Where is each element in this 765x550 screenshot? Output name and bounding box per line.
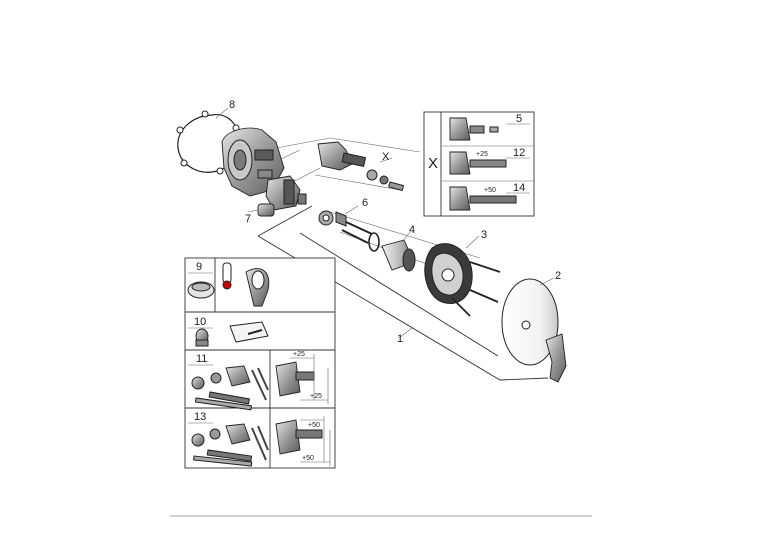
kit13-dimension-top: +50 bbox=[308, 422, 320, 429]
options-x-label: X bbox=[428, 155, 438, 172]
kit11-dimension-drawing: +25 +25 bbox=[275, 351, 329, 404]
kit11-dimension-bottom: +25 bbox=[310, 393, 322, 400]
callout-11: 11 bbox=[196, 353, 207, 365]
kit13-dimension-bottom: +50 bbox=[302, 455, 314, 462]
kit11-dimension-top: +25 bbox=[293, 351, 305, 358]
plug-fitting bbox=[257, 203, 275, 217]
thermostatic-cartridge bbox=[265, 175, 307, 211]
kit13-parts bbox=[191, 423, 269, 467]
nut-and-washer bbox=[318, 210, 373, 244]
callout-14: 14 bbox=[513, 182, 525, 194]
callout-leaders bbox=[215, 107, 555, 339]
callout-9: 9 bbox=[196, 261, 202, 273]
escutcheon-plate bbox=[424, 243, 501, 317]
stop-valve-cartridge bbox=[317, 141, 405, 192]
callout-8: 8 bbox=[229, 99, 235, 111]
callout-2: 2 bbox=[555, 270, 561, 282]
box12-dimension: +25 bbox=[476, 151, 488, 158]
accessory-kits-panel: 9 10 11 bbox=[184, 257, 336, 469]
callout-10: 10 bbox=[194, 316, 206, 328]
callout-3: 3 bbox=[481, 229, 487, 241]
kit13-dimension-drawing: +50 +50 bbox=[275, 416, 331, 466]
callout-12: 12 bbox=[513, 147, 525, 159]
kit10-tray bbox=[229, 321, 269, 343]
box14-dimension: +50 bbox=[484, 187, 496, 194]
mixer-body bbox=[221, 127, 285, 197]
callout-7: 7 bbox=[245, 213, 251, 225]
callout-4: 4 bbox=[409, 224, 415, 236]
extension-options-box: X 5 +25 12 +50 14 bbox=[423, 111, 535, 217]
kit11-parts bbox=[191, 365, 269, 411]
callout-1: 1 bbox=[397, 333, 403, 345]
callout-5: 5 bbox=[516, 113, 522, 125]
cover-rosette bbox=[501, 278, 559, 366]
extension-sleeve bbox=[368, 232, 416, 272]
callout-labels: 1 2 3 4 6 7 8 X bbox=[229, 99, 561, 345]
callout-6: 6 bbox=[362, 197, 368, 209]
callout-x-main: X bbox=[382, 151, 390, 163]
callout-13: 13 bbox=[194, 411, 206, 423]
lever-handle bbox=[545, 333, 567, 383]
